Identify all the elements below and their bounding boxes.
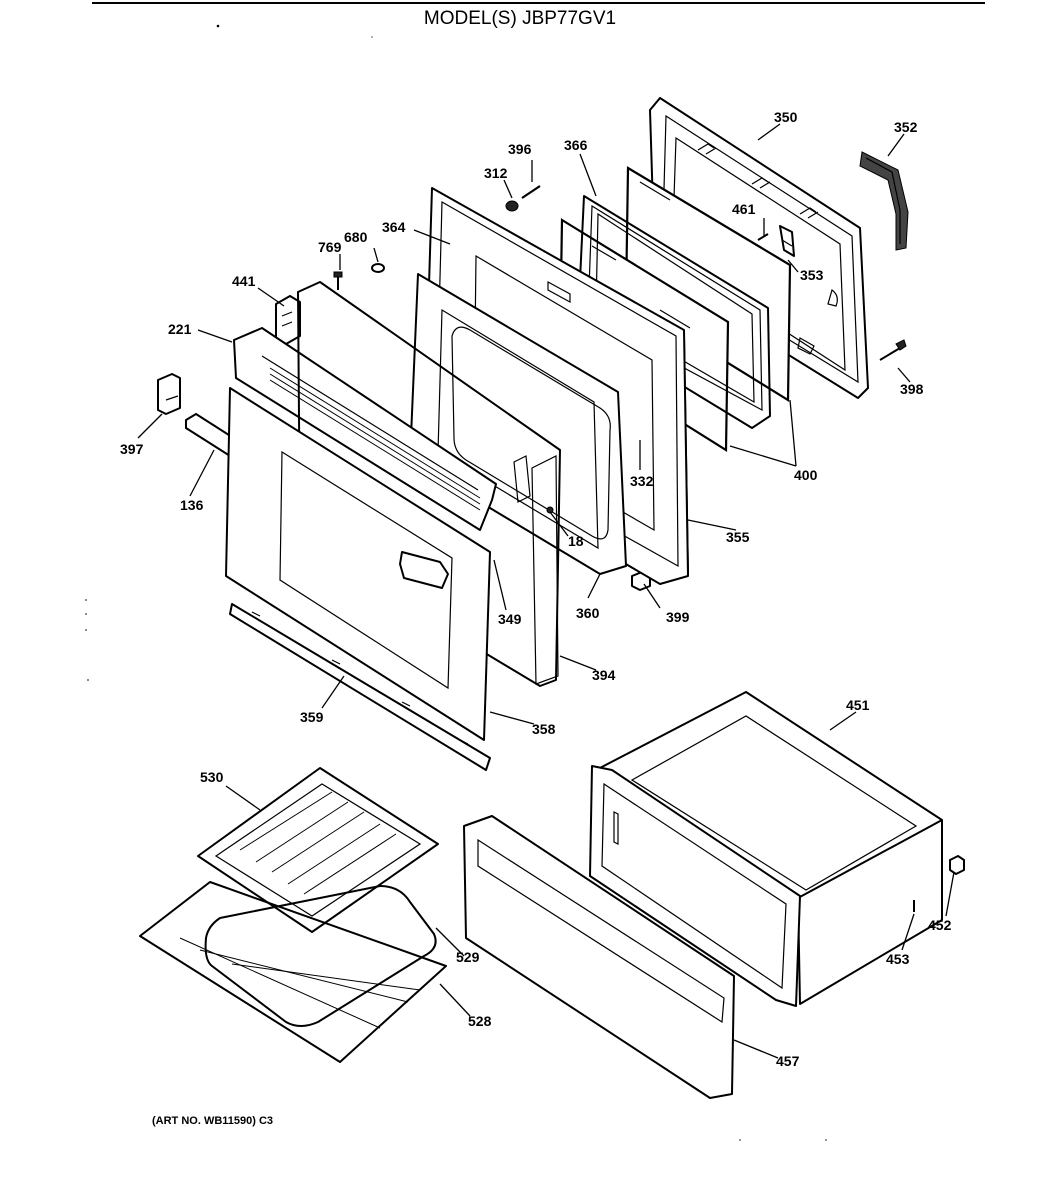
washer-312-part [505,200,519,212]
callout-221: 221 [168,321,192,337]
outer-door-349-part [225,387,491,741]
drawer-front-457-part [463,815,735,1099]
broiler-pan-insert-530-part [197,767,439,933]
callout-350: 350 [774,109,798,125]
callout-labels: 350 352 396 366 312 461 364 680 769 353 … [120,109,952,1069]
screw-396-part [521,185,541,199]
gasket-part [859,151,909,251]
drawer-body-451-part [589,691,943,1007]
callout-529: 529 [456,949,480,965]
callout-461: 461 [732,201,756,217]
callout-353: 353 [800,267,824,283]
oven-rack-528-part [139,881,447,1063]
art-number: (ART NO. WB11590) C3 [152,1115,273,1127]
callout-453: 453 [886,951,910,967]
callout-352: 352 [894,119,918,135]
bottom-trim-359-part [229,603,491,771]
callout-396: 396 [508,141,532,157]
leader-lines [137,123,955,1059]
latch-397-part [157,373,181,415]
callout-312: 312 [484,165,508,181]
screw-398-part [879,339,907,361]
callout-457: 457 [776,1053,800,1069]
broiler-pan-529-part [204,885,437,1027]
callout-349: 349 [498,611,522,627]
callout-355: 355 [726,529,750,545]
callout-441: 441 [232,273,256,289]
screw-461-part [757,233,769,241]
screw-769-part [333,271,343,290]
callout-400: 400 [794,467,818,483]
callout-366: 366 [564,137,588,153]
callout-398: 398 [900,381,924,397]
callout-530: 530 [200,769,224,785]
callout-332: 332 [630,473,654,489]
clip-680-part [371,263,385,273]
model-title: MODEL(S) JBP77GV1 [424,8,616,29]
callout-528: 528 [468,1013,492,1029]
callout-136: 136 [180,497,204,513]
callout-364: 364 [382,219,406,235]
callout-452: 452 [928,917,952,933]
callout-680: 680 [344,229,368,245]
bumper-452-part [949,855,965,875]
callout-769: 769 [318,239,342,255]
callout-397: 397 [120,441,144,457]
callout-451: 451 [846,697,870,713]
callout-358: 358 [532,721,556,737]
hinge-bracket-353-part [779,225,795,257]
callout-359: 359 [300,709,324,725]
callout-399: 399 [666,609,690,625]
callout-394: 394 [592,667,616,683]
callout-360: 360 [576,605,600,621]
callout-18: 18 [568,533,584,549]
